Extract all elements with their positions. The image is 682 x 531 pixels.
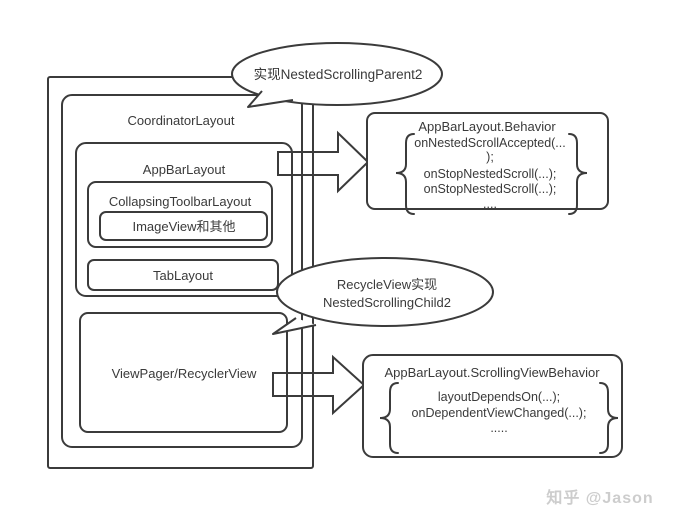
behavior-line-5: .... [483,197,497,211]
child2-callout-text-line1: RecycleView实现 [337,277,437,292]
behavior-line-1: onNestedScrollAccepted(... [414,136,565,150]
app-bar-layout-box [75,142,293,297]
scrolling-behavior-line-3: ..... [490,421,507,435]
behavior-right-brace [568,133,588,215]
image-view-box [99,211,268,241]
child2-callout-bubble [276,257,494,327]
collapsing-toolbar-layout-box [87,181,273,248]
view-pager-box [79,312,288,433]
arrow-viewpager-to-scrollingbehavior [272,354,366,416]
behavior-box-title: AppBarLayout.Behavior [418,119,556,134]
parent2-callout-text: 实现NestedScrollingParent2 [254,67,423,82]
scrolling-behavior-box-title: AppBarLayout.ScrollingViewBehavior [384,365,600,380]
behavior-line-2: ); [486,150,494,164]
tab-layout-label: TabLayout [153,268,213,283]
scrolling-behavior-box [362,354,623,458]
watermark: 知乎 @Jason [546,488,653,507]
behavior-box [366,112,609,210]
tab-layout-box [87,259,279,291]
app-bar-layout-label: AppBarLayout [143,162,226,177]
behavior-line-4: onStopNestedScroll(...); [424,182,557,196]
child2-callout-tail [272,317,317,335]
behavior-line-3: onStopNestedScroll(...); [424,167,557,181]
scrolling-behavior-line-1: layoutDependsOn(...); [438,390,560,404]
scrolling-behavior-right-brace [599,382,619,454]
arrow-appbar-to-behavior [277,130,370,194]
parent2-callout-tail [247,90,294,108]
coordinator-layout-label: CoordinatorLayout [128,113,235,128]
behavior-left-brace [395,133,415,215]
child2-callout-text-line2: NestedScrollingChild2 [323,295,451,310]
view-pager-label: ViewPager/RecyclerView [112,366,257,381]
collapsing-toolbar-layout-label: CollapsingToolbarLayout [109,194,252,209]
scrolling-behavior-line-2: onDependentViewChanged(...); [412,406,587,420]
image-view-label: ImageView和其他 [132,219,235,234]
scrolling-behavior-left-brace [379,382,399,454]
parent2-callout-bubble [231,42,443,106]
